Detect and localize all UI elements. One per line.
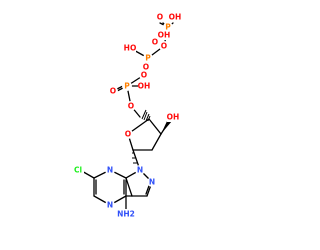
atom-cl: Cl bbox=[74, 166, 82, 175]
atom-p-top: P bbox=[165, 23, 171, 32]
atom-oh-top-left: OH bbox=[158, 31, 171, 40]
atom-o-bridge-2: O bbox=[141, 71, 147, 80]
atom-labels: O OH OH P O O HO P O O O P OH O OH O N bbox=[73, 12, 181, 219]
atom-p-mid: P bbox=[145, 54, 151, 63]
atom-o-ester: O bbox=[128, 102, 134, 111]
stereo-bonds bbox=[132, 109, 172, 164]
atom-o-top-1: O bbox=[157, 13, 163, 22]
atom-oh-top-2: OH bbox=[169, 13, 182, 22]
atom-n1: N bbox=[107, 201, 113, 210]
atom-n3: N bbox=[107, 166, 113, 175]
atom-n9: N bbox=[137, 166, 143, 175]
atom-ho-mid: HO bbox=[124, 44, 137, 53]
atom-oh-low: OH bbox=[138, 82, 151, 91]
atom-nh2: NH2 bbox=[117, 210, 135, 219]
atom-p-low: P bbox=[124, 82, 130, 91]
molecule-structure: O OH OH P O O HO P O O O P OH O OH O N bbox=[73, 12, 181, 219]
atom-o-ring: O bbox=[125, 130, 131, 139]
atom-n7: N bbox=[149, 178, 155, 187]
atom-oh-3prime: OH bbox=[167, 113, 180, 122]
atom-o-bridge-1: O bbox=[161, 42, 167, 51]
atom-o-eq-mid: O bbox=[143, 63, 149, 72]
atom-o-eq-low: O bbox=[110, 87, 116, 96]
atom-o-eq-top: O bbox=[152, 38, 158, 47]
